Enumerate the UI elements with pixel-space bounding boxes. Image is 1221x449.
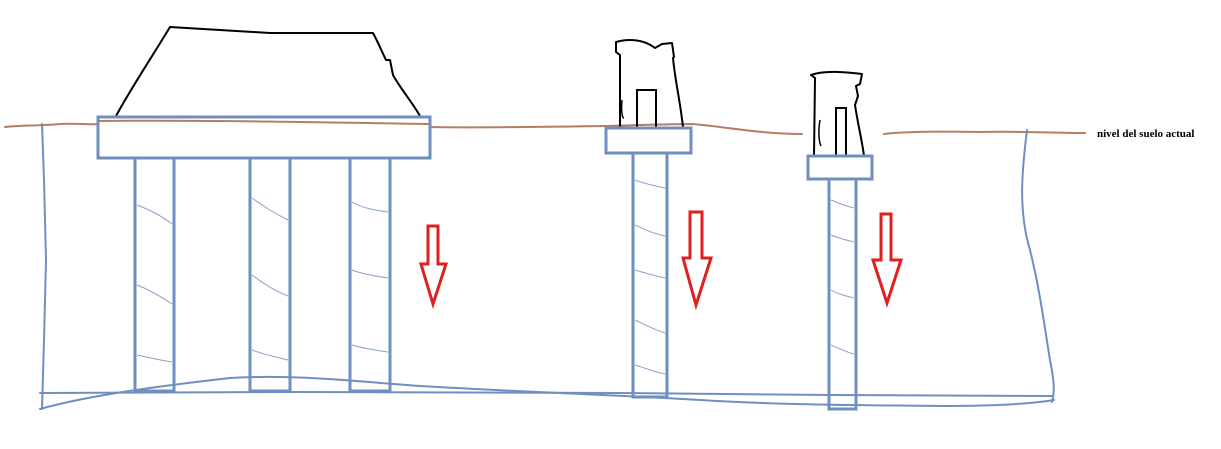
soil-bottom-line [39, 391, 1053, 397]
down-arrow-icon [418, 224, 449, 310]
ground-level-line [4, 119, 1086, 135]
middle-pile [631, 151, 669, 399]
middle-pile-hatching [634, 179, 666, 375]
soil-right-edge [1021, 129, 1055, 403]
middle-cap [604, 126, 693, 155]
ground-line-under-slab [97, 119, 431, 125]
right-cap [806, 154, 874, 181]
middle-tower-detail [620, 99, 625, 119]
middle-building [604, 39, 714, 399]
ground-line-middle [429, 122, 803, 135]
ground-line-left [4, 122, 99, 128]
right-pile [827, 177, 858, 411]
soil-left-edge [41, 123, 47, 410]
soil-boundary [39, 123, 1055, 410]
down-arrow-icon [681, 210, 714, 311]
left-roof-outline [115, 26, 421, 117]
right-tower-door [835, 107, 847, 156]
ground-line-right [883, 130, 1086, 135]
middle-tower-door [636, 89, 657, 127]
left-pile-3 [348, 156, 392, 393]
right-pile-hatching [830, 199, 855, 355]
ground-level-label: nivel del suelo actual [1097, 128, 1195, 140]
right-building [806, 70, 904, 411]
left-pile-hatching [136, 197, 389, 363]
left-building [96, 26, 449, 393]
left-pile-1 [133, 156, 176, 393]
down-arrow-icon [870, 212, 904, 308]
middle-tower-outline [615, 39, 684, 128]
right-tower-outline [810, 70, 865, 157]
left-pile-2 [248, 156, 292, 393]
soil-bottom-wavy [39, 375, 1055, 410]
right-tower-detail [818, 119, 822, 147]
